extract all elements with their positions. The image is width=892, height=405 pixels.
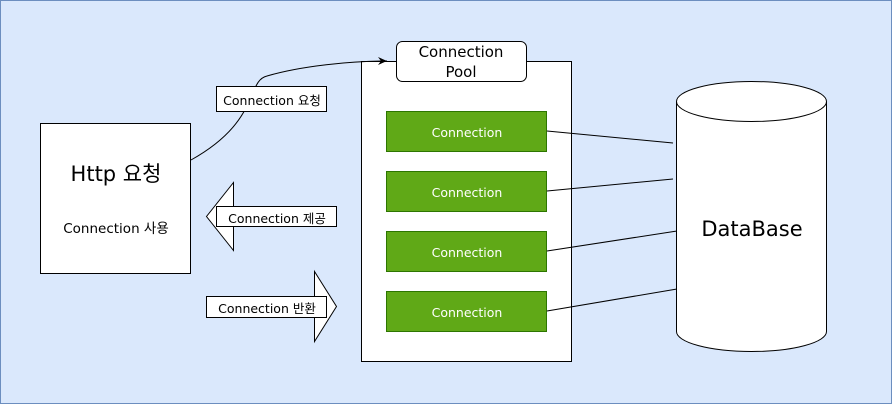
http-request-box bbox=[40, 123, 191, 274]
connection-box bbox=[386, 111, 547, 152]
provide-label-box bbox=[216, 206, 337, 227]
link-line bbox=[546, 230, 678, 252]
link-line bbox=[546, 288, 678, 312]
connection-label: Connection bbox=[431, 304, 503, 320]
connection-box bbox=[386, 231, 547, 272]
connection-label: Connection bbox=[431, 184, 503, 200]
connection-label: Connection bbox=[431, 244, 503, 260]
http-request-subtitle: Connection 사용 bbox=[63, 221, 169, 237]
connection-box bbox=[386, 291, 547, 332]
database-cylinder bbox=[676, 101, 827, 352]
database-cylinder-top bbox=[676, 81, 827, 122]
request-edge-label: Connection 요청 bbox=[223, 93, 321, 108]
request-arrow bbox=[190, 57, 388, 161]
link-line bbox=[546, 178, 674, 192]
pool-label-box bbox=[396, 41, 527, 82]
return-label-box bbox=[206, 296, 327, 318]
link-line bbox=[546, 130, 674, 144]
return-edge-label: Connection 반환 bbox=[218, 301, 316, 316]
http-request-title: Http 요청 bbox=[70, 162, 162, 186]
connection-label: Connection bbox=[431, 124, 503, 140]
request-label-box bbox=[216, 86, 327, 112]
database-label: DataBase bbox=[701, 217, 803, 241]
provide-edge-label: Connection 제공 bbox=[228, 210, 326, 226]
pool-label: Connection Pool bbox=[418, 42, 504, 81]
connection-box bbox=[386, 171, 547, 212]
